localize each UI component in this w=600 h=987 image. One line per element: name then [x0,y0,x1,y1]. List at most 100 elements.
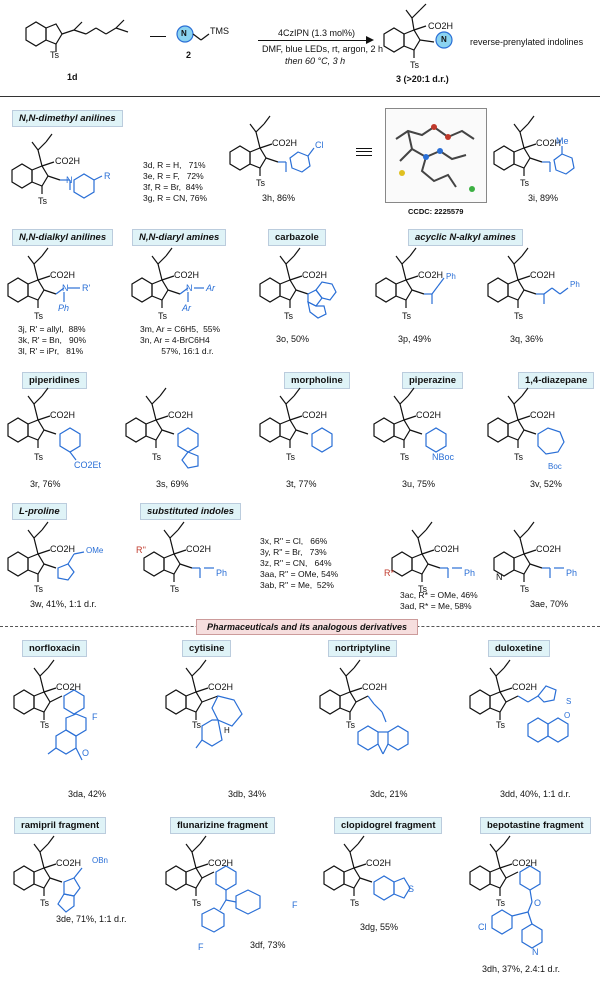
ts-3s: Ts [152,452,161,462]
rdbl-3x: R'' [136,545,146,555]
note-3ac-3ad: 3ac, R* = OMe, 46% 3ad, R* = Me, 58% [400,590,478,611]
o-ketone-3da: O [82,748,90,758]
co2h-3x: CO2H [186,544,212,554]
co2h-3v: CO2H [530,410,556,420]
label-3s: 3s, 69% [156,479,189,489]
ar-3m-1: Ar [206,283,215,293]
tag-piperidines: piperidines [22,372,87,389]
structure-3da [13,659,87,761]
ts-3db: Ts [192,720,201,730]
structure-3w [7,521,85,582]
note-3d-3g: 3d, R = H, 71% 3e, R = F, 72% 3f, R = Br… [143,160,208,203]
ome-3w: OMe [86,546,104,555]
tag-l-proline: L-proline [12,503,67,520]
structure-3ae [493,521,564,582]
ts-3m: Ts [158,311,167,321]
product-n: N [441,35,447,44]
note-3m-3n: 3m, Ar = C6H5, 55% 3n, Ar = 4-BrC6H4 57%… [140,324,221,356]
tag-nn-dimethyl-anilines: N,N-dimethyl anilines [12,110,123,127]
label-3dg: 3dg, 55% [360,922,399,932]
conditions-line-3: then 60 °C, 3 h [285,56,346,66]
s-3dg: S [408,884,415,894]
tag-duloxetine: duloxetine [488,640,550,657]
product-ts: Ts [410,60,419,70]
structure-3s [125,387,199,469]
product-label: 3 (>20:1 d.r.) [396,74,449,84]
product-description: reverse-prenylated indolines [470,37,584,47]
co2h-3t: CO2H [302,410,328,420]
tag-morpholine: morpholine [284,372,350,389]
n-3d: N [66,175,73,185]
ts-3q: Ts [514,311,523,321]
crystal-structure-3h [385,108,487,203]
substrate-ts: Ts [50,50,59,60]
f-3df-left: F [198,942,204,952]
ts-3r: Ts [34,452,43,462]
co2h-3r: CO2H [50,410,76,420]
note-3j-3l: 3j, R' = allyl, 88% 3k, R' = Bn, 90% 3l,… [18,324,87,356]
co2h-3o: CO2H [302,270,328,280]
ts-3ac: Ts [418,584,427,594]
structure-3u [373,387,447,453]
ph-3ac: Ph [464,568,476,578]
structure-3x-3ab [143,521,214,582]
label-3t: 3t, 77% [286,479,317,489]
h-3db: H [224,726,230,735]
co2h-3m: CO2H [174,270,200,280]
tag-diazepane: 1,4-diazepane [518,372,595,389]
co2h-3p: CO2H [418,270,444,280]
label-3da: 3da, 42% [68,789,107,799]
ts-3df: Ts [192,898,201,908]
ts-3h: Ts [256,178,265,188]
substrate-1d-structure [25,19,129,52]
label-3q: 3q, 36% [510,334,544,344]
n-3m: N [186,283,193,293]
conditions-line-2: DMF, blue LEDs, rt, argon, 2 h [262,44,384,54]
structure-3o [259,247,337,319]
top-rule [0,96,600,97]
conditions-line-1: 4CzIPN (1.3 mol%) [278,28,356,38]
label-3w: 3w, 41%, 1:1 d.r. [30,599,97,609]
r-3d: R [104,171,111,181]
tag-substituted-indoles: substituted indoles [140,503,242,520]
co2h-3dh: CO2H [512,858,538,868]
ccdc-label: CCDC: 2225579 [408,207,464,216]
o-3dh: O [534,898,542,908]
ts-3u: Ts [400,452,409,462]
ph-3x: Ph [216,568,228,578]
ts-3dd: Ts [496,720,505,730]
equivalence-sign-mid [356,151,372,152]
dash-separator [150,36,166,37]
structure-3dd [469,659,569,743]
ts-3de: Ts [40,898,49,908]
structure-3m-3n [131,247,204,308]
structure-3q [487,247,569,308]
label-3de: 3de, 71%, 1:1 d.r. [56,914,127,924]
tag-flunarizine: flunarizine fragment [170,817,275,834]
note-3x-3ab: 3x, R'' = Cl, 66% 3y, R'' = Br, 73% 3z, … [260,536,339,590]
ph-3q: Ph [570,280,580,289]
structure-3ac-3ad [391,521,462,582]
label-3r: 3r, 76% [30,479,61,489]
co2h-3dc: CO2H [362,682,388,692]
co2h-3h: CO2H [272,138,298,148]
o-3dd: O [564,711,571,720]
ts-3d: Ts [38,196,47,206]
n-3j: N [62,283,69,293]
label-3p: 3p, 49% [398,334,432,344]
equivalence-sign [356,148,372,156]
label-3df: 3df, 73% [250,940,286,950]
label-3dd: 3dd, 40%, 1:1 d.r. [500,789,571,799]
co2h-3j: CO2H [50,270,76,280]
co2h-3ae: CO2H [536,544,562,554]
ts-3dh: Ts [496,898,505,908]
f-3da: F [92,712,98,722]
tag-cytisine: cytisine [182,640,232,657]
ph-3j: Ph [58,303,70,313]
ts-3da: Ts [40,720,49,730]
structure-3j-3l [7,247,80,308]
tag-nn-diaryl-amines: N,N-diaryl amines [132,229,227,246]
tag-piperazine: piperazine [402,372,463,389]
structure-3t [259,387,333,453]
ts-3ae: Ts [520,584,529,594]
